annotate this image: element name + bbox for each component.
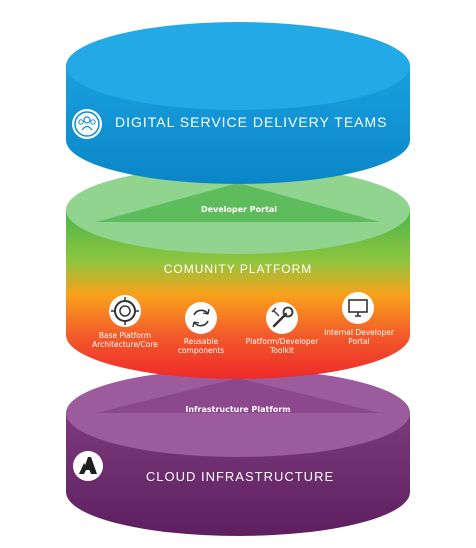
item-label-portal: Internal Developer Portal [324,328,394,346]
developer-portal-label: Developer Portal [200,205,278,214]
reuse-cycle-icon [185,302,217,334]
delivery-teams-layer [66,22,410,184]
core-architecture-icon [109,295,141,327]
item-label-core: Base Platform Architecture/Core [92,331,158,349]
cloud-infrastructure-title: CLOUD INFRASTRUCTURE [145,469,335,484]
azure-logo-icon [73,451,103,481]
middle-triangle [96,183,380,222]
community-platform-title: COMUNITY PLATFORM [163,262,313,276]
community-platform-layer [66,166,410,379]
bottom-triangle [96,378,380,413]
monitor-icon [342,292,374,324]
cloud-infrastructure-layer [66,369,410,536]
wrench-icon [266,302,298,334]
team-icon [72,109,102,139]
item-label-toolkit: Platform/Developer Toolkit [245,337,319,355]
item-label-reusable: Reusable components [177,337,225,355]
delivery-teams-title: DIGITAL SERVICE DELIVERY TEAMS [115,114,388,130]
infrastructure-platform-label: Infrastructure Platform [185,405,291,414]
